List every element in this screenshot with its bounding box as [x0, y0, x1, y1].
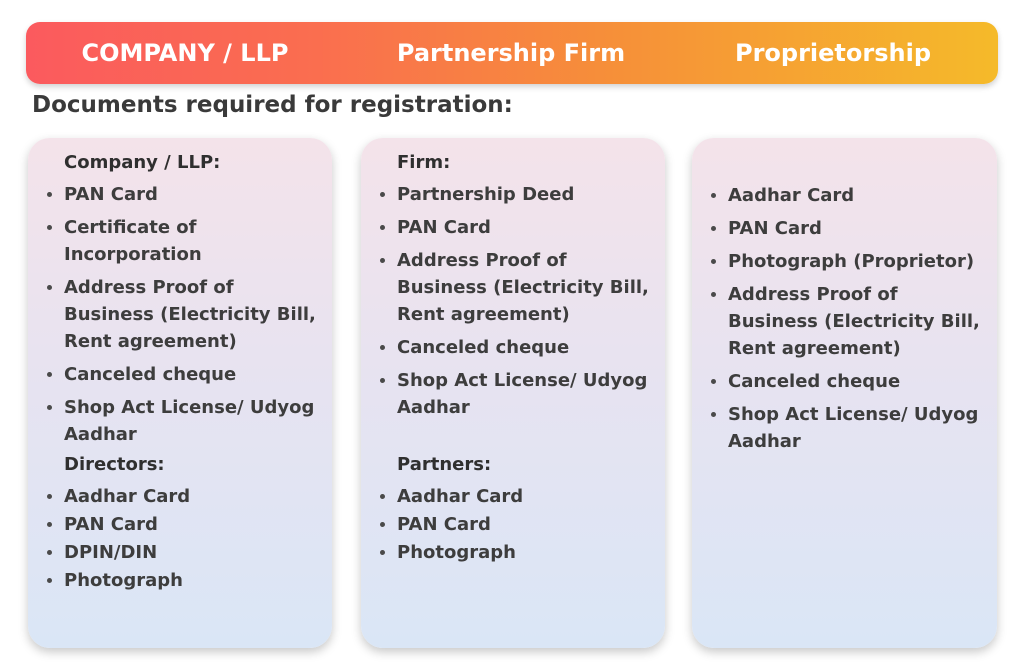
- section-proprietorship: Aadhar Card PAN Card Photograph (Proprie…: [692, 182, 997, 461]
- list-item: Certificate of Incorporation: [28, 214, 332, 268]
- list-item: PAN Card: [361, 511, 665, 538]
- list-item: Photograph: [28, 567, 332, 594]
- list-item: Canceled cheque: [692, 368, 997, 395]
- list-item: Address Proof of Business (Electricity B…: [692, 281, 997, 362]
- section-title: Company / LLP:: [64, 152, 221, 173]
- section-title: Firm:: [397, 152, 451, 173]
- tab-proprietorship[interactable]: Proprietorship: [734, 39, 931, 67]
- section-title: Directors:: [64, 454, 165, 475]
- list-item: Aadhar Card: [361, 483, 665, 510]
- list-item: PAN Card: [361, 214, 665, 241]
- list-item: Address Proof of Business (Electricity B…: [28, 274, 332, 355]
- section-partners: Partners: Aadhar Card PAN Card Photograp…: [361, 454, 665, 567]
- document-list: Aadhar Card PAN Card Photograph: [361, 483, 665, 566]
- list-item: Canceled cheque: [361, 334, 665, 361]
- list-item: Partnership Deed: [361, 181, 665, 208]
- list-item: Photograph: [361, 539, 665, 566]
- card-proprietorship: Aadhar Card PAN Card Photograph (Proprie…: [692, 138, 997, 648]
- list-item: PAN Card: [28, 181, 332, 208]
- list-item: Aadhar Card: [692, 182, 997, 209]
- tab-company-llp[interactable]: COMPANY / LLP: [81, 39, 289, 67]
- list-item: Shop Act License/ Udyog Aadhar: [692, 401, 997, 455]
- document-list: PAN Card Certificate of Incorporation Ad…: [28, 181, 332, 448]
- list-item: Photograph (Proprietor): [692, 248, 997, 275]
- list-item: Canceled cheque: [28, 361, 332, 388]
- list-item: Shop Act License/ Udyog Aadhar: [28, 394, 332, 448]
- tab-partnership-firm[interactable]: Partnership Firm: [396, 39, 626, 67]
- list-item: Address Proof of Business (Electricity B…: [361, 247, 665, 328]
- document-list: Aadhar Card PAN Card Photograph (Proprie…: [692, 182, 997, 455]
- section-directors: Directors: Aadhar Card PAN Card DPIN/DIN…: [28, 454, 332, 595]
- section-company-llp: Company / LLP: PAN Card Certificate of I…: [28, 152, 332, 454]
- category-banner: COMPANY / LLP Partnership Firm Proprieto…: [26, 22, 998, 84]
- list-item: DPIN/DIN: [28, 539, 332, 566]
- document-list: Aadhar Card PAN Card DPIN/DIN Photograph: [28, 483, 332, 594]
- list-item: Aadhar Card: [28, 483, 332, 510]
- card-partnership-firm: Firm: Partnership Deed PAN Card Address …: [361, 138, 665, 648]
- section-firm: Firm: Partnership Deed PAN Card Address …: [361, 152, 665, 427]
- section-title: Partners:: [397, 454, 492, 475]
- page-heading: Documents required for registration:: [32, 92, 513, 118]
- list-item: Shop Act License/ Udyog Aadhar: [361, 367, 665, 421]
- document-list: Partnership Deed PAN Card Address Proof …: [361, 181, 665, 421]
- list-item: PAN Card: [692, 215, 997, 242]
- card-company-llp: Company / LLP: PAN Card Certificate of I…: [28, 138, 332, 648]
- list-item: PAN Card: [28, 511, 332, 538]
